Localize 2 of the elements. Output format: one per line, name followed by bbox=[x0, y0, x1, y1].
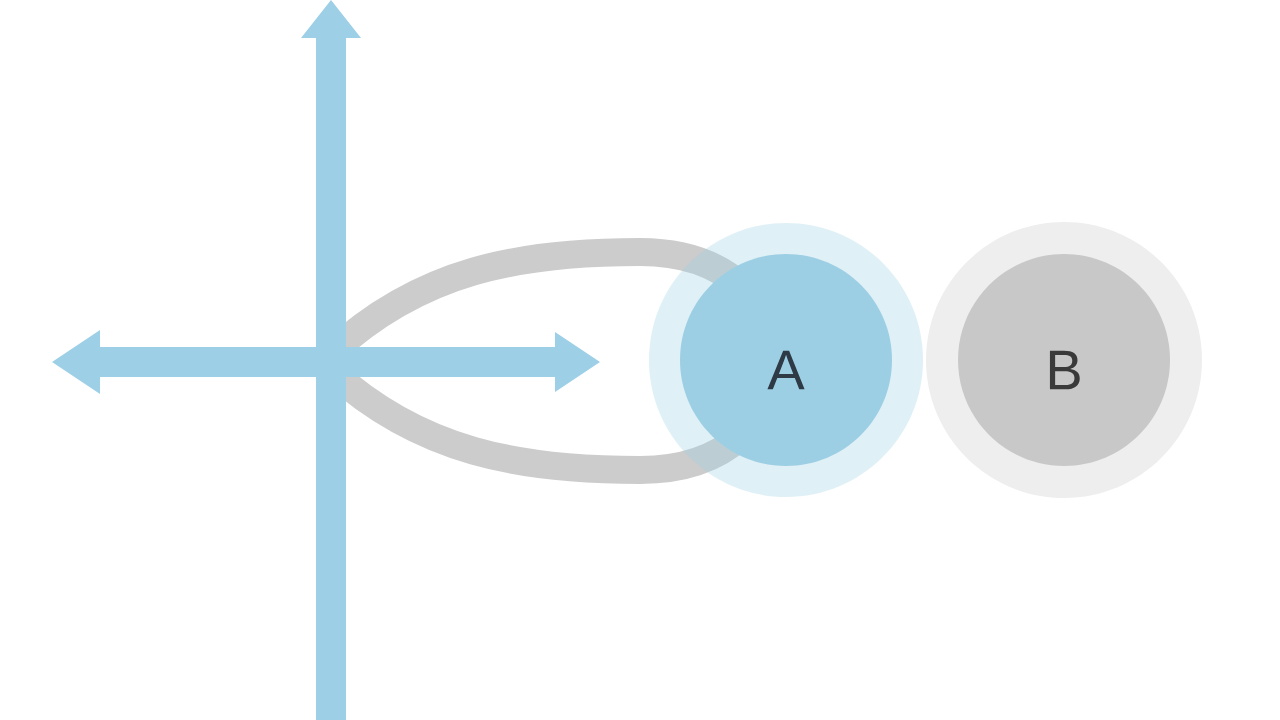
circle-node: B bbox=[926, 222, 1202, 498]
circle-node: A bbox=[649, 223, 923, 497]
